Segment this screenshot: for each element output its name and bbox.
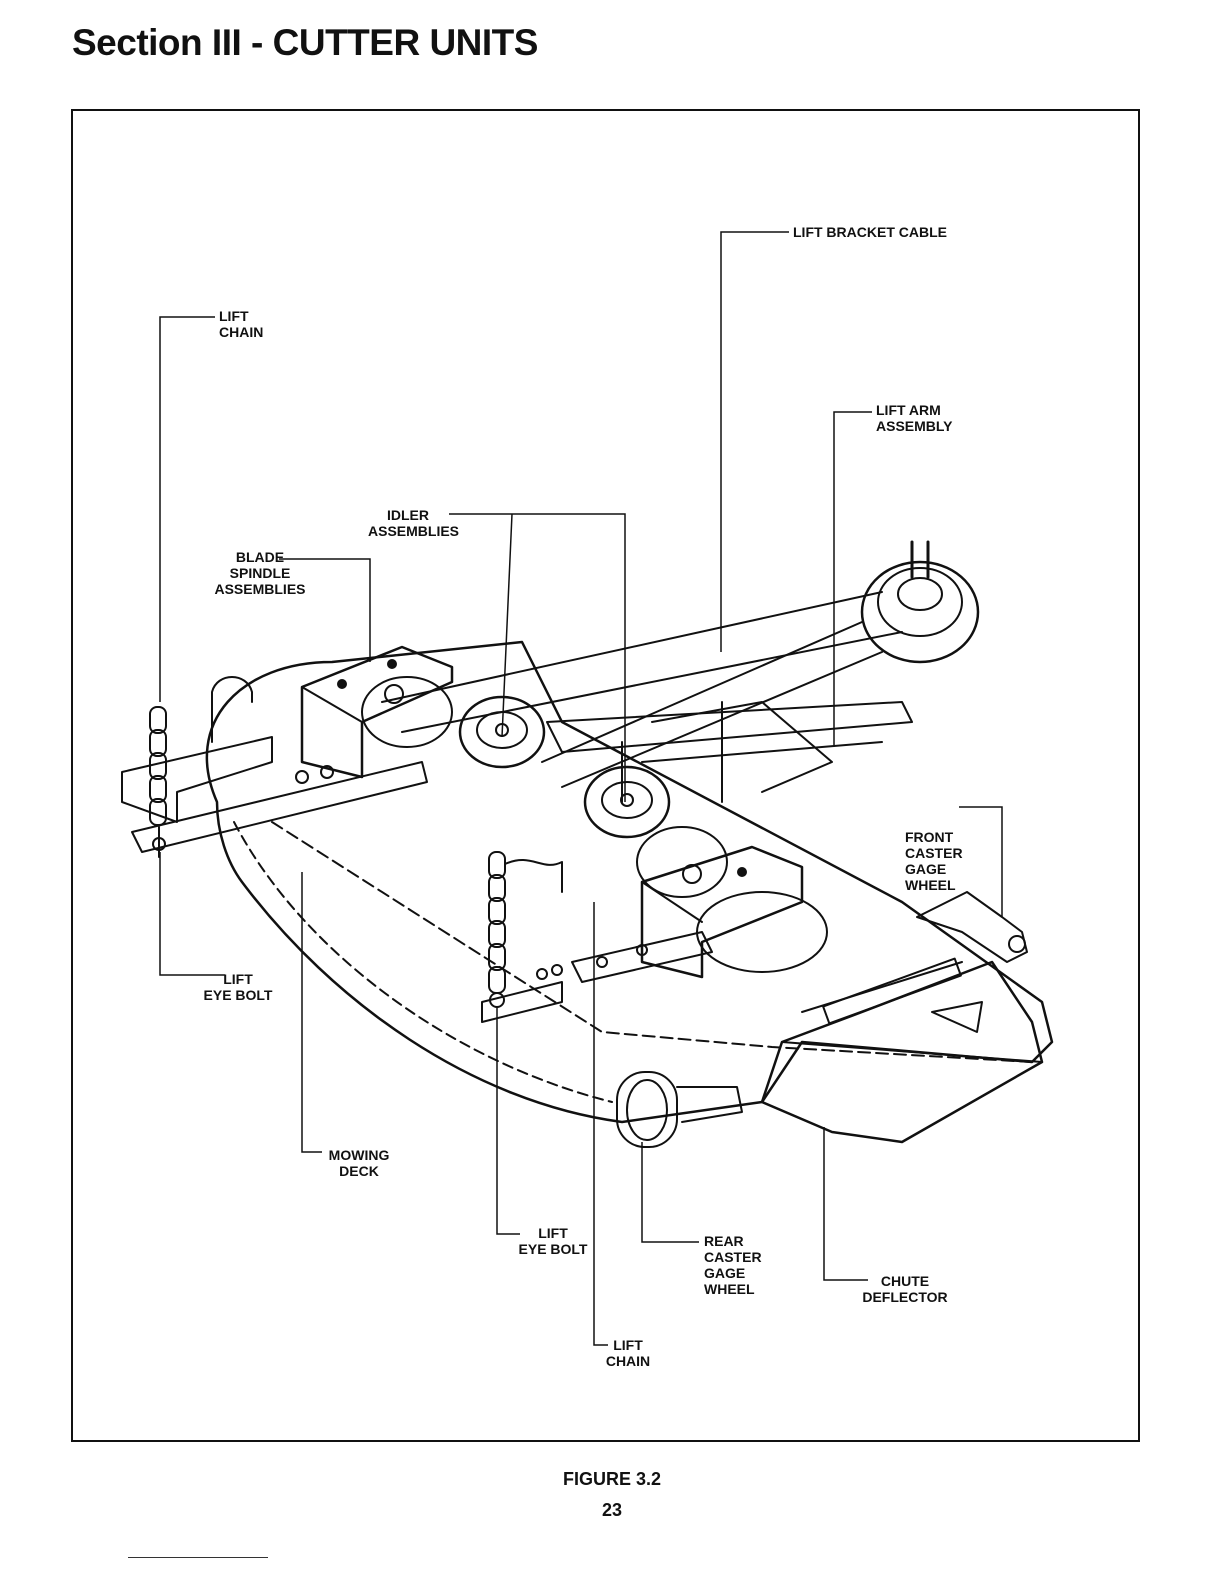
leader-lift-chain-center: [594, 902, 608, 1345]
section-title: Section III - CUTTER UNITS: [72, 22, 538, 64]
page-number: 23: [0, 1500, 1224, 1521]
label-lift-eye-bolt-center: LIFT EYE BOLT: [504, 1225, 602, 1257]
blade-spindle-housing-left: [302, 647, 452, 777]
leader-lift-eye-bolt-left: [160, 852, 225, 975]
left-lift-chain: [150, 707, 166, 825]
leader-chute-deflector: [824, 1127, 868, 1280]
label-front-caster-gage-wheel: FRONT CASTER GAGE WHEEL: [905, 829, 963, 893]
leader-rear-caster: [642, 1142, 699, 1242]
label-idler-assemblies: IDLER ASSEMBLIES: [368, 507, 448, 539]
label-chute-deflector: CHUTE DEFLECTOR: [859, 1273, 951, 1305]
leader-mowing-deck: [302, 872, 322, 1152]
label-mowing-deck: MOWING DECK: [324, 1147, 394, 1179]
leader-lines: [160, 232, 1002, 1345]
leader-lift-bracket-cable: [721, 232, 789, 652]
label-lift-chain-left: LIFT CHAIN: [219, 308, 263, 340]
leader-lift-chain-left: [160, 317, 215, 702]
blade-spindle-housing-right: [642, 847, 802, 977]
label-lift-eye-bolt-left: LIFT EYE BOLT: [192, 971, 284, 1003]
label-blade-spindle-assemblies: BLADE SPINDLE ASSEMBLIES: [212, 549, 308, 597]
deck-spindle-dome: [697, 892, 827, 972]
label-rear-caster-gage-wheel: REAR CASTER GAGE WHEEL: [704, 1233, 762, 1297]
rear-caster-wheel: [617, 1072, 677, 1147]
idler-pulley-right: [585, 767, 669, 837]
left-lift-bracket: [122, 737, 272, 822]
figure-caption: FIGURE 3.2: [0, 1469, 1224, 1490]
figure-frame: LIFT BRACKET CABLE LIFT CHAIN LIFT ARM A…: [71, 109, 1140, 1442]
leader-lift-eye-bolt-center: [497, 1007, 520, 1234]
label-lift-bracket-cable: LIFT BRACKET CABLE: [793, 224, 947, 240]
leader-lift-arm-assembly: [834, 412, 872, 747]
label-lift-arm-assembly: LIFT ARM ASSEMBLY: [876, 402, 953, 434]
center-lift-chain: [489, 852, 505, 993]
footer-rule: [128, 1557, 268, 1558]
label-lift-chain-center: LIFT CHAIN: [598, 1337, 658, 1369]
